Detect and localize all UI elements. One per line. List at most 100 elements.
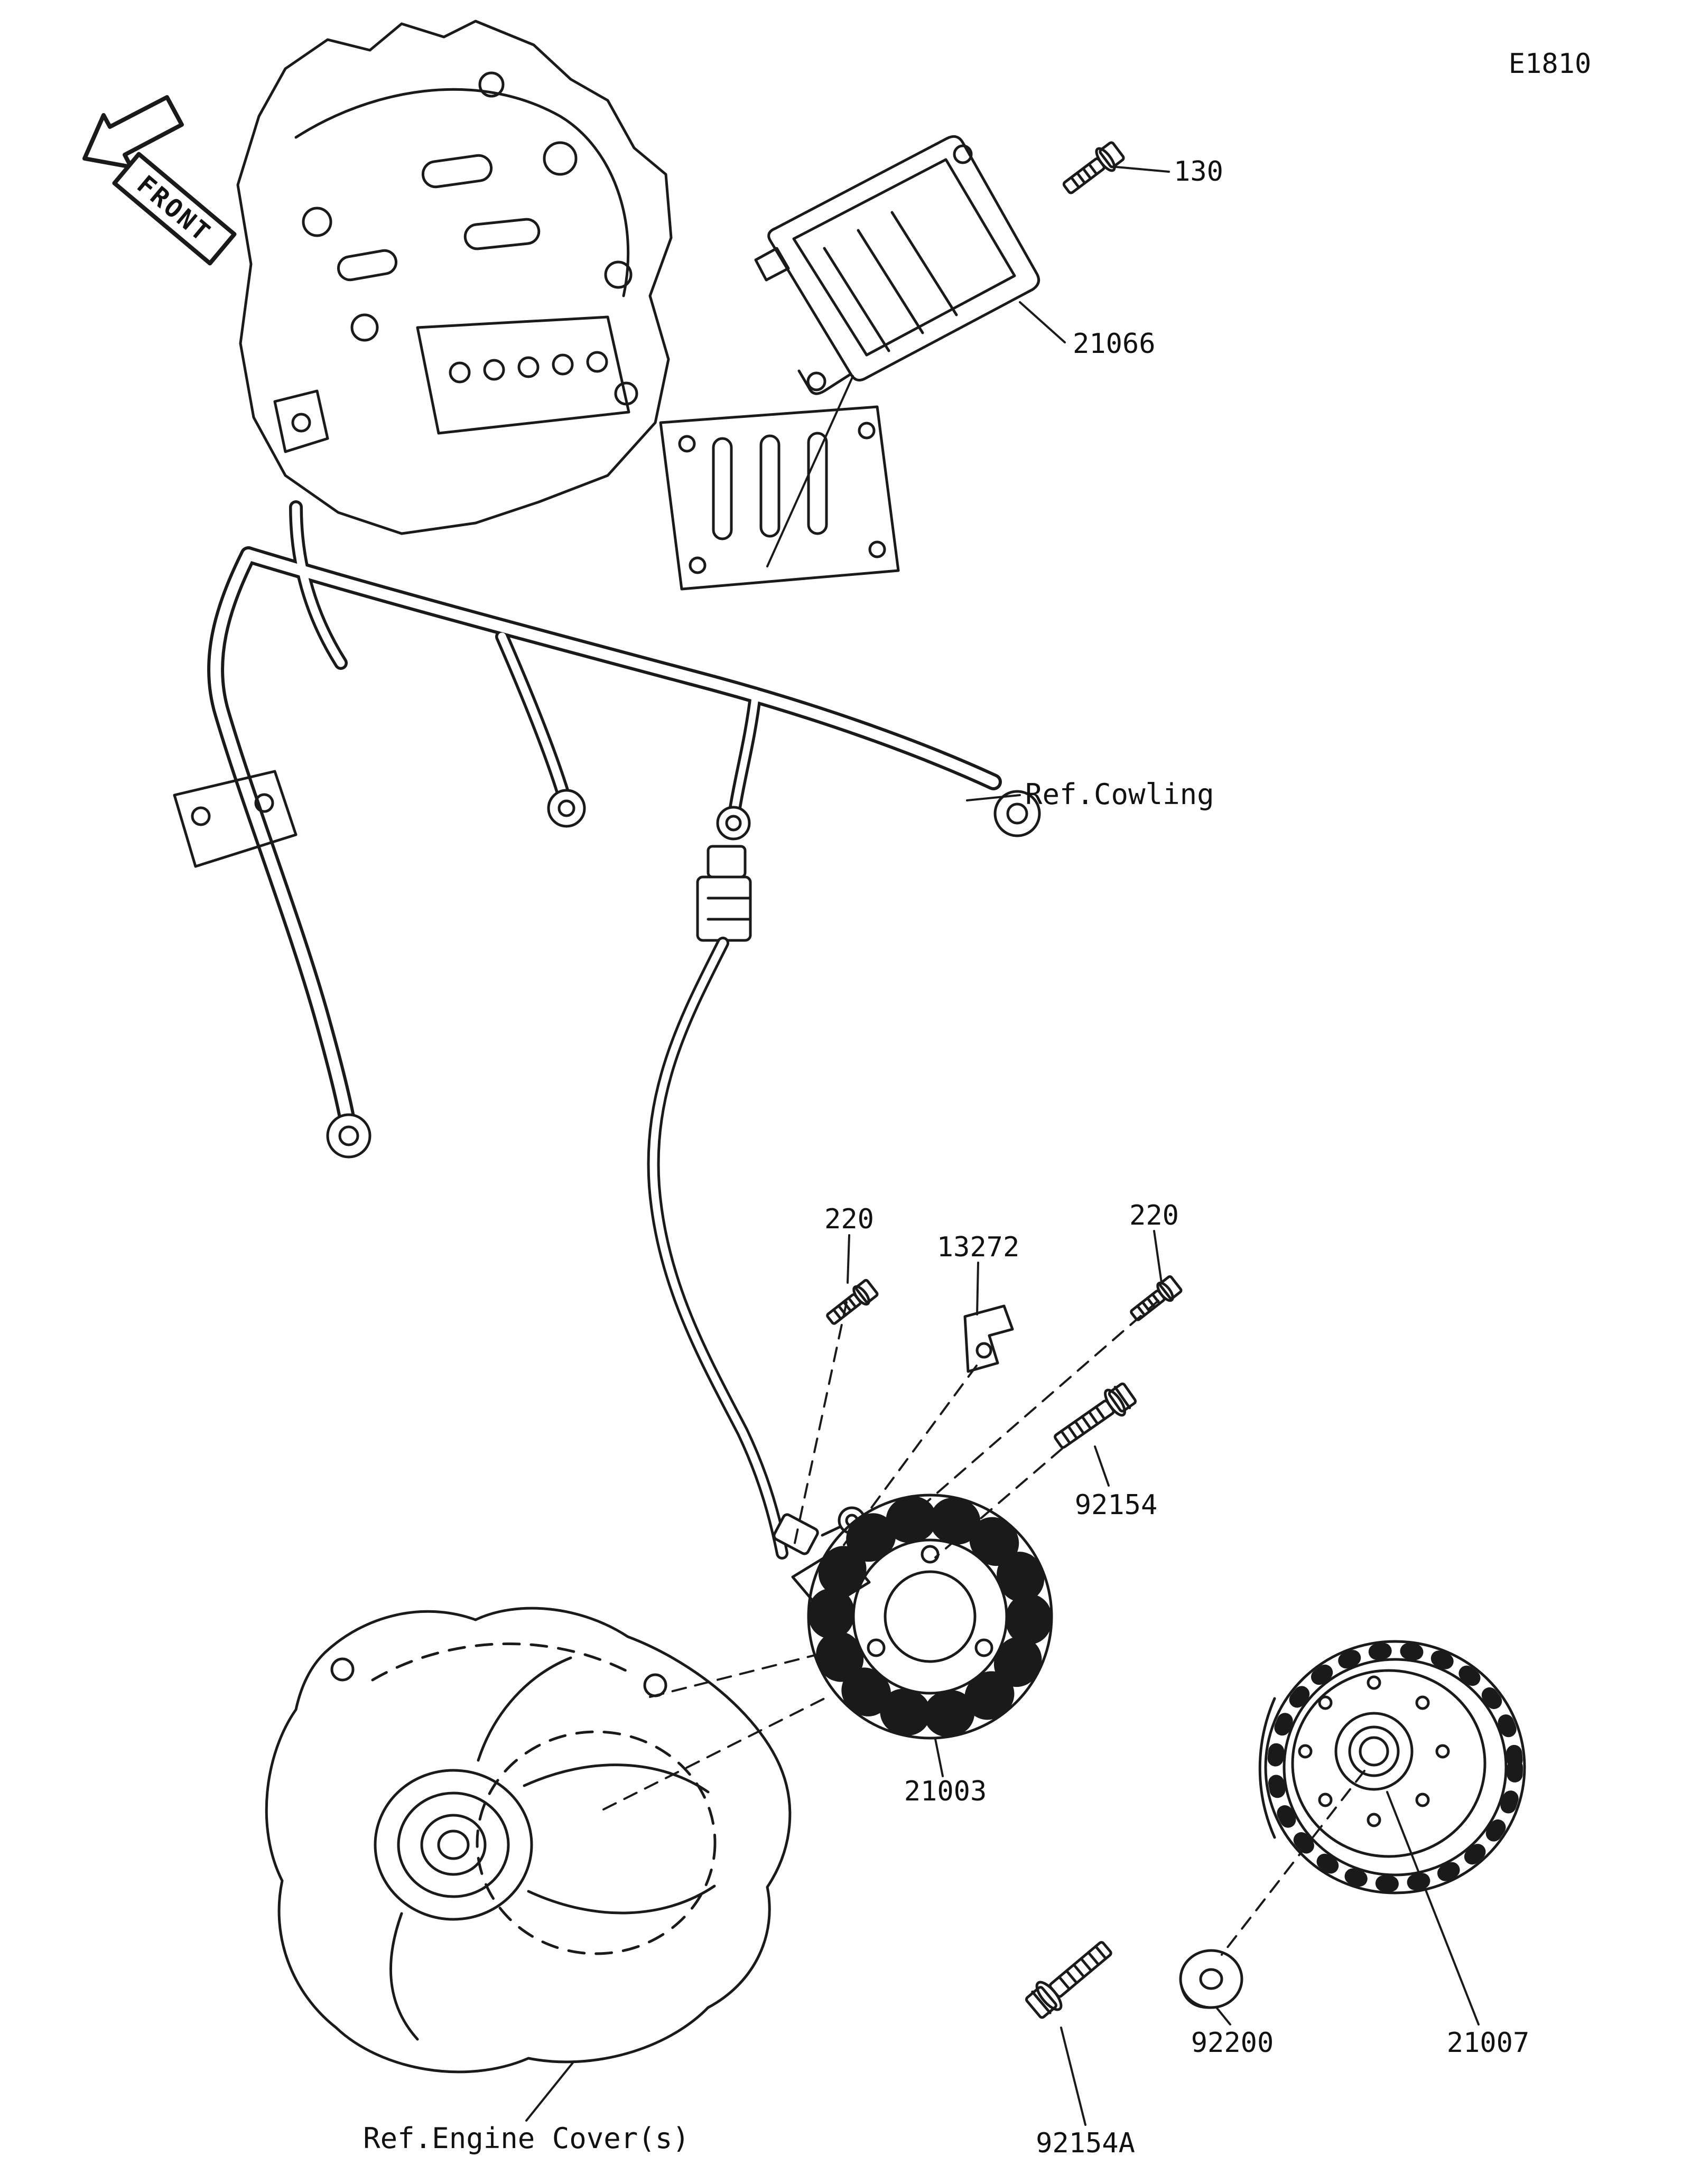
hole — [338, 1125, 359, 1146]
regulator-fins — [823, 211, 958, 352]
label-21066: 21066 — [1073, 328, 1156, 360]
cover-hidden-top — [371, 1642, 630, 1682]
hole — [558, 799, 575, 817]
leader-ref-cowling — [966, 794, 1021, 801]
stator-bolt-hole — [867, 1638, 886, 1657]
rotor-face-hole — [1415, 1793, 1430, 1807]
leader-lines — [525, 166, 1480, 2126]
connector-block — [696, 875, 752, 942]
rotor-21007 — [1258, 1640, 1526, 1894]
label-92154: 92154 — [1075, 1489, 1158, 1521]
rotor-outer — [1264, 1640, 1526, 1894]
slot — [807, 432, 828, 535]
front-label-box — [112, 152, 237, 266]
label-ref-cowling: Ref.Cowling — [1025, 778, 1214, 811]
rotor-hub — [1334, 1712, 1414, 1791]
hole — [586, 351, 608, 373]
cover-rib — [523, 1763, 710, 1794]
label-92154a: 92154A — [1036, 2127, 1135, 2159]
label-21007: 21007 — [1447, 2027, 1530, 2059]
rotor-face-hole — [1298, 1744, 1313, 1759]
regulator-body — [767, 135, 1040, 382]
stator-inner-ring — [852, 1538, 1008, 1695]
label-220-left: 220 — [824, 1203, 874, 1235]
stator-bore — [884, 1570, 977, 1663]
dashed-line-screw220-right — [866, 1300, 1159, 1555]
slot — [712, 437, 733, 540]
bolt-92154a — [1025, 1941, 1112, 2019]
screw-head — [1159, 1275, 1183, 1300]
leader-21066 — [1019, 301, 1066, 343]
screw-220-left — [826, 1278, 879, 1325]
dashed-line-rotor-washer — [1221, 1770, 1365, 1956]
bolt-shank — [1062, 157, 1105, 194]
stator-bolt-hole — [974, 1638, 993, 1657]
screw-threads — [1136, 1293, 1161, 1317]
bolt-threads — [1060, 1405, 1106, 1445]
center-bracket — [416, 315, 630, 435]
front-arrow-icon — [82, 95, 184, 169]
connector-detail — [707, 897, 752, 921]
leader-92154 — [1094, 1445, 1110, 1487]
hole — [478, 71, 505, 98]
hole — [254, 793, 274, 813]
cover-rib — [527, 1884, 716, 1915]
regulator-inner — [792, 158, 1016, 357]
bolt-shank — [1054, 1399, 1115, 1449]
hole — [350, 313, 379, 342]
bolt-shank — [1048, 1941, 1112, 1998]
cover-boss — [374, 1769, 533, 1921]
cover-bolt-hole — [330, 1657, 355, 1682]
hole — [975, 1342, 992, 1359]
dashed-line-screw220-left — [793, 1301, 848, 1549]
label-13272: 13272 — [937, 1231, 1020, 1263]
hole — [725, 815, 742, 832]
connector-top — [707, 845, 747, 879]
cover-rib — [477, 1656, 572, 1762]
hole — [806, 371, 826, 391]
hole — [953, 144, 973, 164]
frame-tubes-outline — [216, 507, 993, 1123]
cover-boss — [420, 1814, 487, 1876]
bolt-130 — [1062, 141, 1125, 194]
slot — [463, 218, 541, 250]
rotor-face — [1291, 1669, 1486, 1858]
leader-92154a — [1060, 2027, 1086, 2126]
dashed-line-cover-stator-2 — [602, 1695, 831, 1810]
rotor-hub — [1348, 1725, 1400, 1777]
hole — [291, 413, 311, 433]
label-ref-engine-cover: Ref.Engine Cover(s) — [363, 2122, 690, 2155]
engine-cover — [265, 1607, 792, 2074]
stator-bolt-hole — [921, 1545, 940, 1564]
stay-plate-inner-contour — [294, 88, 630, 297]
hole — [678, 435, 696, 453]
hole — [858, 422, 876, 440]
label-220-right: 220 — [1129, 1200, 1179, 1231]
bracket-13272 — [963, 1304, 1014, 1373]
lower-left-bracket — [173, 770, 298, 868]
stator-coil-gaps — [809, 1495, 1052, 1738]
leader-ref-engine-cover — [525, 2060, 575, 2122]
hole — [604, 260, 633, 289]
screw-threads — [832, 1296, 857, 1320]
regulator-21066 — [754, 135, 1040, 395]
label-21003: 21003 — [904, 1776, 987, 1807]
washer-outer — [1179, 1949, 1243, 2009]
screw-220-right — [1130, 1275, 1183, 1321]
frame-end-tabs — [326, 789, 1041, 1159]
hole — [191, 806, 211, 826]
screw-shank — [826, 1293, 862, 1325]
dashed-line-cover-stator-1 — [649, 1651, 826, 1698]
label-130: 130 — [1174, 156, 1223, 188]
part-labels: 130 21066 Ref.Cowling 220 13272 220 9215… — [363, 156, 1529, 2159]
assembly-dashed-lines — [602, 1300, 1365, 1956]
cover-boss — [437, 1830, 470, 1860]
rotor-face-hole — [1318, 1793, 1333, 1807]
front-direction-indicator: FRONT — [82, 95, 237, 266]
rotor-face-hole — [1415, 1695, 1430, 1710]
hole — [302, 207, 332, 237]
rotor-slot-ring — [1267, 1642, 1523, 1892]
rotor-rim-inner — [1283, 1658, 1508, 1877]
hole — [552, 353, 574, 376]
